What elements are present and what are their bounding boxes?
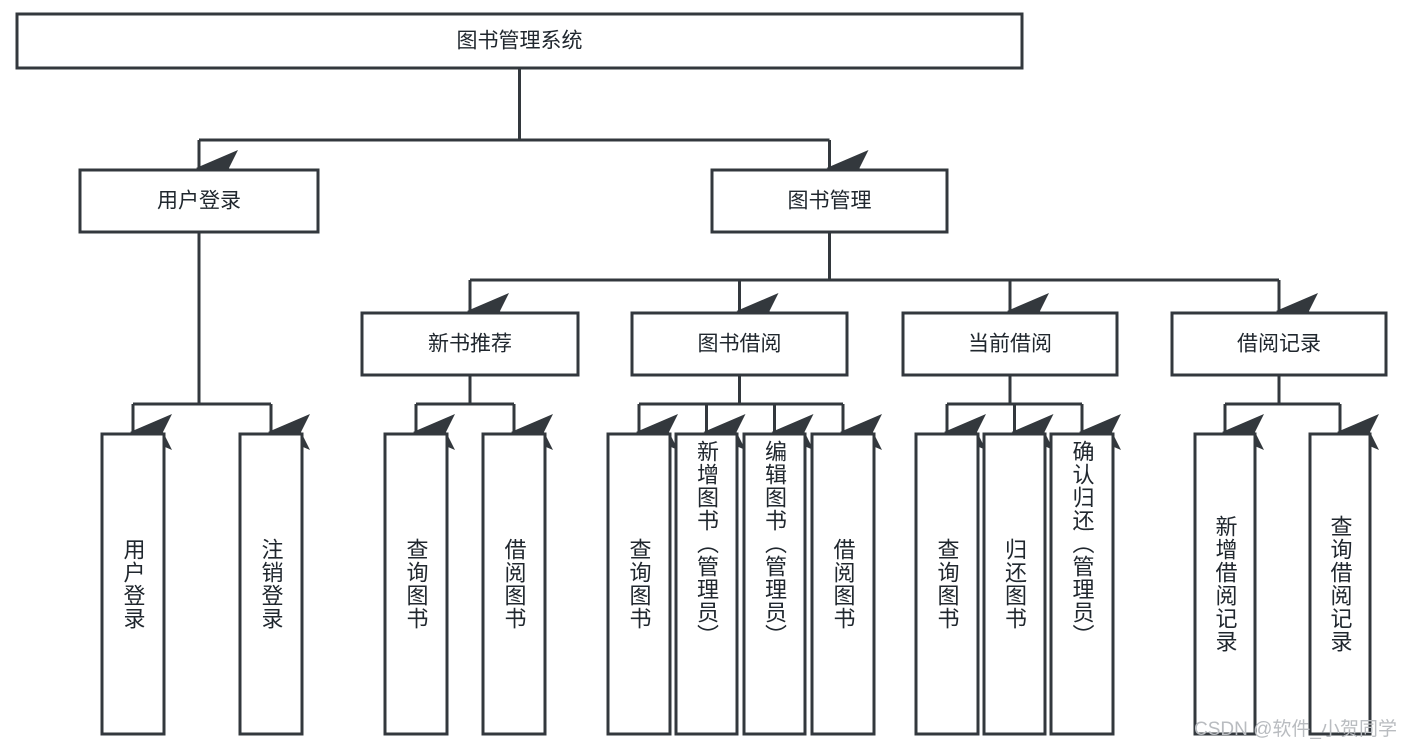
node-leaf-query-record[interactable]	[1308, 432, 1372, 736]
node-leaf-confirm-return[interactable]	[1049, 432, 1115, 736]
node-label: 用户登录	[157, 190, 241, 213]
node-leaf-edit-book[interactable]	[742, 432, 807, 736]
node-leaf-user-login[interactable]	[100, 432, 166, 736]
node-root[interactable]: 图书管理系统	[15, 12, 1024, 70]
node-leaf-query-book-cur[interactable]	[914, 432, 980, 736]
node-label: 新书推荐	[428, 333, 512, 356]
node-borrow-record[interactable]: 借阅记录	[1170, 311, 1388, 377]
node-book-manage[interactable]: 图书管理	[710, 168, 949, 234]
node-label: 图书管理	[788, 190, 872, 213]
connector-layer	[130, 68, 1379, 450]
node-leaf-borrow-book-rec[interactable]	[481, 432, 547, 736]
node-new-book-rec[interactable]: 新书推荐	[360, 311, 580, 377]
node-label: 借阅记录	[1237, 333, 1321, 356]
node-leaf-add-record[interactable]	[1193, 432, 1257, 736]
node-leaf-query-book-rec[interactable]	[383, 432, 449, 736]
node-current-borrow[interactable]: 当前借阅	[901, 311, 1119, 377]
node-label: 当前借阅	[968, 333, 1052, 356]
node-leaf-return-book[interactable]	[982, 432, 1047, 736]
node-leaf-borrow-book[interactable]	[810, 432, 876, 736]
node-book-borrow[interactable]: 图书借阅	[630, 311, 849, 377]
node-leaf-query-book-borrow[interactable]	[606, 432, 672, 736]
node-leaf-add-book[interactable]	[674, 432, 739, 736]
node-label: 图书借阅	[698, 333, 782, 356]
node-user-login[interactable]: 用户登录	[78, 168, 320, 234]
node-leaf-logout[interactable]	[238, 432, 304, 736]
watermark: CSDN @软件_小贺同学	[1194, 719, 1397, 740]
node-label: 图书管理系统	[457, 30, 583, 53]
